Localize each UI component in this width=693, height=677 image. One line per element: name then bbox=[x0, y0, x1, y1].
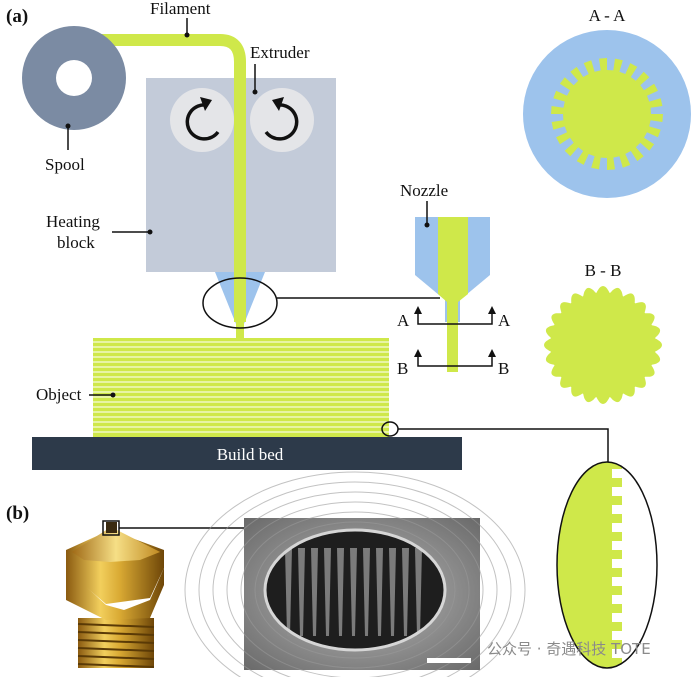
thread-line bbox=[77, 647, 155, 652]
sem-slot-ridge bbox=[415, 548, 422, 636]
watermark: 公众号 · 奇遇科技 TOTE bbox=[487, 640, 651, 658]
section-b-mark-left: B bbox=[397, 359, 408, 378]
sem-slot-ridge bbox=[402, 548, 409, 636]
panel-label-b: (b) bbox=[6, 503, 29, 524]
rotation-arrow-left-head-icon bbox=[200, 97, 212, 111]
heating-block-leader-dot bbox=[147, 229, 153, 235]
nozzle-zoom-filament bbox=[438, 217, 468, 372]
build-bed bbox=[32, 437, 462, 470]
extruder-leader-dot bbox=[252, 89, 258, 95]
sem-scale-bar bbox=[427, 658, 471, 663]
section-b-arrow-left-icon bbox=[414, 349, 422, 357]
rotation-arrow-left-icon bbox=[185, 103, 220, 141]
filament-strand bbox=[92, 34, 246, 322]
thread-line bbox=[77, 639, 155, 644]
surface-detail-connector bbox=[398, 428, 609, 465]
sem-slot-ridge bbox=[337, 548, 344, 636]
extruder-label: Extruder bbox=[250, 43, 310, 62]
sem-slot-ridge bbox=[298, 548, 305, 636]
section-b-mark-right: B bbox=[498, 359, 509, 378]
sem-slot-ridge bbox=[350, 548, 357, 636]
section-aa-title: A - A bbox=[589, 6, 627, 25]
sem-texture-ring bbox=[226, 501, 484, 677]
panel-label-a: (a) bbox=[6, 6, 28, 27]
nozzle-leader-dot bbox=[424, 222, 430, 228]
nozzle-detail-ellipse bbox=[202, 277, 278, 329]
thread-line bbox=[77, 663, 155, 668]
sem-micrograph bbox=[184, 471, 526, 677]
object-label: Object bbox=[36, 385, 82, 404]
section-a-mark-left: A bbox=[397, 311, 410, 330]
sem-texture-ring bbox=[184, 471, 526, 677]
sem-slot-ridge bbox=[376, 548, 383, 636]
filament-in-nozzle bbox=[236, 300, 244, 338]
heating-block-label-line2: block bbox=[57, 233, 95, 252]
thread-line bbox=[77, 631, 155, 636]
section-aa-filament-profile bbox=[551, 58, 663, 170]
section-a-arrow-left-icon bbox=[414, 306, 422, 314]
thread-line bbox=[77, 655, 155, 660]
rotation-arrow-right-icon bbox=[264, 103, 299, 141]
section-b-arrow-right-icon bbox=[488, 349, 496, 357]
sem-texture-ring bbox=[212, 491, 498, 677]
extruder-roller-right bbox=[250, 88, 314, 152]
spool-hub bbox=[56, 60, 92, 96]
section-bb-filament-profile bbox=[544, 286, 662, 404]
spool-label: Spool bbox=[45, 155, 85, 174]
sem-slot-ridge bbox=[324, 548, 331, 636]
heating-block-label-line1: Heating bbox=[46, 212, 100, 231]
object-leader-dot bbox=[110, 392, 116, 398]
section-bb-title: B - B bbox=[585, 261, 622, 280]
rotation-arrow-right-head-icon bbox=[272, 97, 284, 111]
surface-detail-large-ellipse bbox=[556, 461, 658, 669]
extruder-roller-left bbox=[170, 88, 234, 152]
thread-line bbox=[77, 623, 155, 628]
sem-texture-ring bbox=[240, 511, 470, 669]
section-a-mark-right: A bbox=[498, 311, 511, 330]
sem-slot-ridge bbox=[389, 548, 396, 636]
section-a-cut-line bbox=[417, 312, 493, 325]
brass-nozzle-photo bbox=[66, 522, 164, 668]
sem-slot-ridge bbox=[311, 548, 318, 636]
sem-texture-ring bbox=[254, 521, 456, 659]
sem-texture-ring bbox=[198, 481, 512, 677]
section-b-cut-line bbox=[417, 356, 493, 367]
sem-slot-ridge bbox=[363, 548, 370, 636]
section-a-arrow-right-icon bbox=[488, 306, 496, 314]
spool-leader-dot bbox=[65, 123, 71, 129]
object-layer-lines bbox=[93, 341, 389, 433]
sem-slot-ridge bbox=[285, 548, 292, 636]
build-bed-label: Build bed bbox=[217, 445, 284, 464]
nozzle-label: Nozzle bbox=[400, 181, 448, 200]
filament-leader-dot bbox=[184, 32, 190, 38]
filament-label: Filament bbox=[150, 0, 211, 18]
